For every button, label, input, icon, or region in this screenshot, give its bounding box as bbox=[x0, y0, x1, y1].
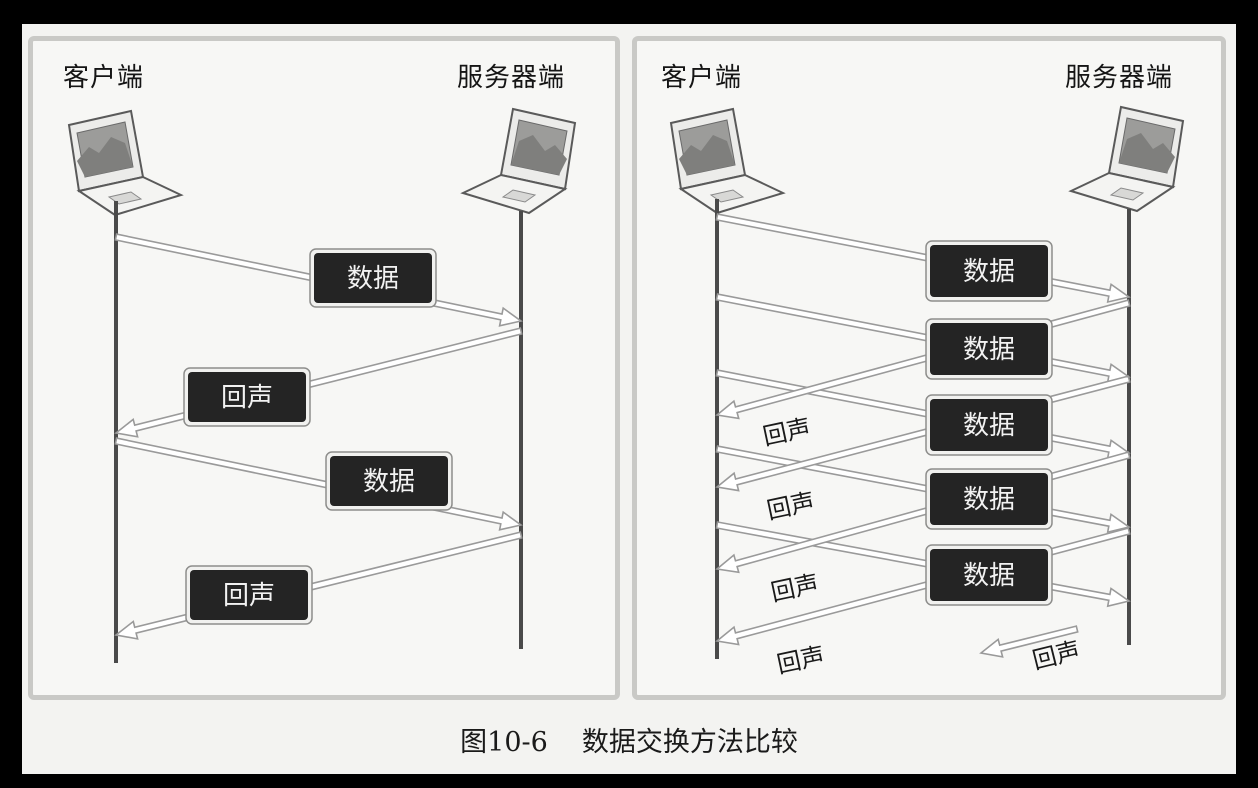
message-arrow bbox=[715, 445, 1131, 534]
message-chip: 数据 bbox=[325, 451, 453, 511]
client-heading: 客户端 bbox=[63, 63, 145, 93]
message-chip-label: 数据 bbox=[963, 485, 1015, 515]
message-arrow bbox=[715, 369, 1131, 460]
message-chip: 回声 bbox=[185, 565, 313, 625]
right-sequence-diagram: 数据数据数据数据数据回声回声回声回声回声 bbox=[669, 105, 1185, 679]
message-chip: 数据 bbox=[309, 248, 437, 308]
figure-caption: 图10-6 数据交换方法比较 bbox=[22, 720, 1236, 759]
message-chip-label: 数据 bbox=[963, 561, 1015, 591]
sequential-exchange-panel: 客户端 服务器端 数据回声数据回声 bbox=[28, 36, 620, 700]
figure-title: 数据交换方法比较 bbox=[581, 727, 798, 758]
message-chip: 数据 bbox=[925, 468, 1053, 530]
echo-label: 回声 bbox=[774, 642, 827, 679]
message-arrow bbox=[114, 531, 523, 640]
message-arrow bbox=[715, 293, 1131, 384]
message-chip-label: 回声 bbox=[221, 383, 273, 413]
message-chip: 数据 bbox=[925, 318, 1053, 380]
message-chip-label: 回声 bbox=[223, 581, 275, 611]
message-chip: 数据 bbox=[925, 544, 1053, 606]
message-chip-label: 数据 bbox=[963, 335, 1015, 365]
echo-label: 回声 bbox=[768, 570, 821, 607]
message-arrow bbox=[715, 299, 1131, 420]
message-chip: 数据 bbox=[925, 394, 1053, 456]
message-arrow bbox=[114, 437, 523, 531]
echo-label: 回声 bbox=[760, 414, 813, 451]
message-chip-label: 数据 bbox=[363, 467, 415, 497]
message-arrow bbox=[114, 327, 523, 438]
server-heading: 服务器端 bbox=[1065, 63, 1174, 93]
message-chip: 数据 bbox=[925, 240, 1053, 302]
server-heading: 服务器端 bbox=[457, 63, 566, 93]
figure-number: 图10-6 bbox=[460, 727, 548, 758]
client-heading: 客户端 bbox=[661, 63, 743, 93]
message-chip-label: 数据 bbox=[347, 264, 399, 294]
pipelined-exchange-panel: 客户端 服务器端 数据数据数据数据数据回声回声回声回声回声 bbox=[632, 36, 1226, 700]
laptop-icon bbox=[1068, 105, 1185, 213]
figure: 客户端 服务器端 数据回声数据回声 客户端 服务器端 数据数据数据数据数据回声回… bbox=[22, 24, 1236, 774]
message-chip-label: 数据 bbox=[963, 257, 1015, 287]
message-chip: 回声 bbox=[183, 367, 311, 427]
message-arrow bbox=[979, 625, 1079, 658]
message-chip-label: 数据 bbox=[963, 411, 1015, 441]
echo-label: 回声 bbox=[764, 488, 817, 525]
laptop-icon bbox=[460, 107, 577, 215]
laptop-icon bbox=[669, 107, 786, 215]
laptop-icon bbox=[67, 109, 184, 217]
message-arrow bbox=[715, 213, 1131, 304]
